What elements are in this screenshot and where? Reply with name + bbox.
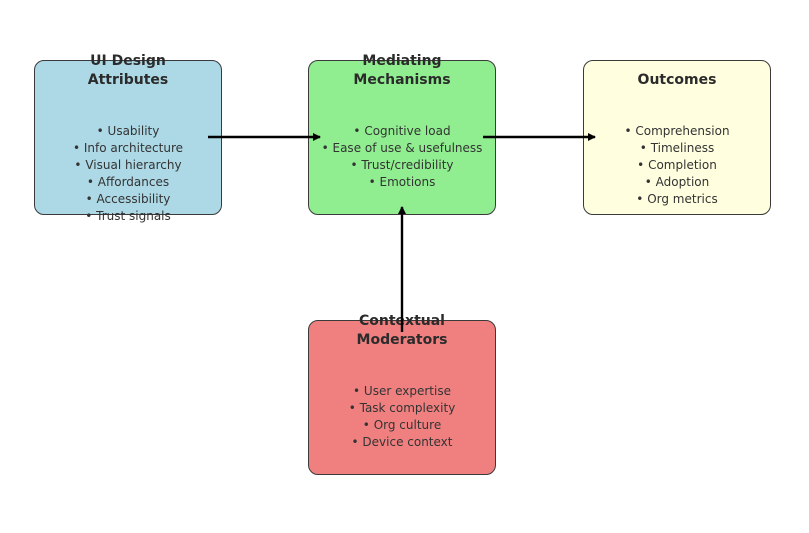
outcome-item: Adoption (584, 174, 770, 191)
outcome-item: Timeliness (584, 140, 770, 157)
contextual-moderator-item: Device context (309, 434, 495, 451)
contextual-moderator-item: Task complexity (309, 400, 495, 417)
ui-design-attributes-list: UsabilityInfo architectureVisual hierarc… (35, 123, 221, 225)
mediating-mechanisms-title: Mediating Mechanisms (353, 53, 451, 88)
contextual-moderators-list: User expertiseTask complexityOrg culture… (309, 383, 495, 451)
contextual-moderators-title: Contextual Moderators (356, 313, 448, 348)
contextual-moderators-box: Contextual Moderators User expertiseTask… (308, 313, 496, 475)
ui-design-attribute-item: Usability (35, 123, 221, 140)
ui-design-attribute-item: Accessibility (35, 191, 221, 208)
outcome-item: Org metrics (584, 191, 770, 208)
ui-design-attribute-item: Info architecture (35, 140, 221, 157)
outcomes-list: ComprehensionTimelinessCompletionAdoptio… (584, 123, 770, 208)
outcomes-title: Outcomes (637, 72, 717, 88)
mediating-mechanisms-list: Cognitive loadEase of use & usefulnessTr… (309, 123, 495, 191)
mediating-mechanisms-box: Mediating Mechanisms Cognitive loadEase … (308, 53, 496, 215)
outcome-item: Comprehension (584, 123, 770, 140)
contextual-moderator-item: User expertise (309, 383, 495, 400)
ui-design-attribute-item: Affordances (35, 174, 221, 191)
outcome-item: Completion (584, 157, 770, 174)
contextual-moderator-item: Org culture (309, 417, 495, 434)
ui-design-attributes-title: UI Design Attributes (87, 53, 169, 88)
ui-design-attributes-box: UI Design Attributes UsabilityInfo archi… (34, 53, 222, 223)
ui-design-attribute-item: Visual hierarchy (35, 157, 221, 174)
mediating-mechanism-item: Trust/credibility (309, 157, 495, 174)
mediating-mechanism-item: Cognitive load (309, 123, 495, 140)
mediating-mechanism-item: Emotions (309, 174, 495, 191)
outcomes-box: Outcomes ComprehensionTimelinessCompleti… (583, 60, 771, 215)
mediating-mechanism-item: Ease of use & usefulness (309, 140, 495, 157)
ui-design-attribute-item: Trust signals (35, 208, 221, 225)
